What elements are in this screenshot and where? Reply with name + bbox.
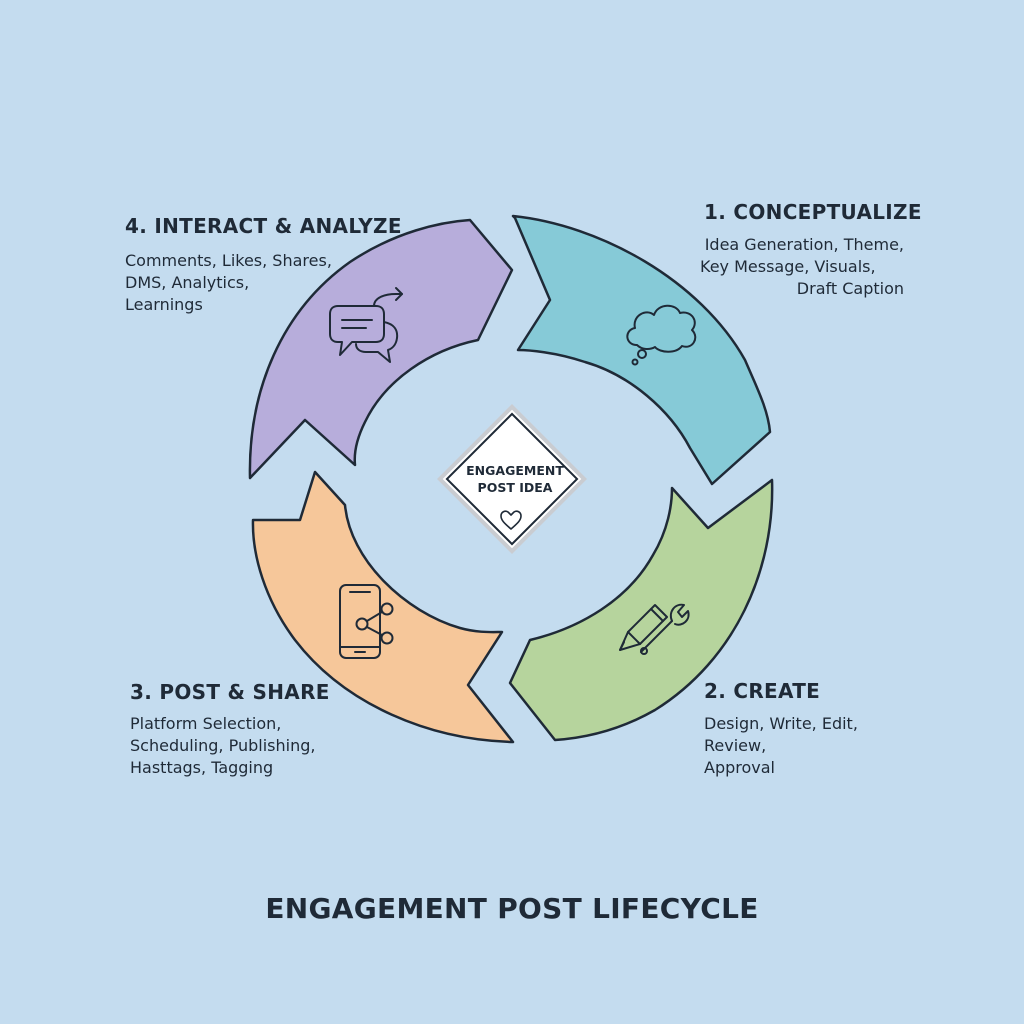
stage-desc-post-share: Platform Selection, Scheduling, Publishi…: [130, 713, 315, 779]
stage-desc-line: Platform Selection,: [130, 714, 282, 733]
stage-title-post-share: 3. POST & SHARE: [130, 680, 330, 704]
stage-title-create: 2. CREATE: [704, 679, 821, 703]
center-label: ENGAGEMENT POST IDEA: [445, 462, 585, 496]
stage-desc-create: Design, Write, Edit, Review, Approval: [704, 713, 858, 779]
chat-bubbles-icon: [329, 287, 403, 363]
stage-desc-line: DMS, Analytics,: [125, 273, 250, 292]
segment-interact-analyze: [248, 218, 514, 480]
stage-desc-line: Comments, Likes, Shares,: [125, 251, 332, 270]
stage-desc-line: Idea Generation, Theme,: [704, 235, 904, 254]
heart-icon: [500, 510, 522, 530]
center-diamond: [437, 404, 587, 554]
stage-desc-line: Draft Caption: [796, 279, 904, 298]
center-label-line2: POST IDEA: [477, 480, 553, 495]
stage-title-conceptualize: 1. CONCEPTUALIZE: [704, 200, 922, 224]
stage-desc-line: Hasttags, Tagging: [130, 758, 274, 777]
stage-desc-line: Scheduling, Publishing,: [130, 736, 316, 755]
stage-desc-line: Review,: [704, 736, 767, 755]
stage-desc-interact-analyze: Comments, Likes, Shares, DMS, Analytics,…: [125, 250, 332, 316]
stage-desc-line: Key Message, Visuals,: [700, 257, 876, 276]
stage-desc-line: Design, Write, Edit,: [704, 714, 858, 733]
center-label-line1: ENGAGEMENT: [466, 463, 564, 478]
thought-cloud-icon: [626, 304, 697, 366]
segment-create: [508, 478, 774, 742]
phone-share-icon: [339, 584, 394, 659]
diagram-title: ENGAGEMENT POST LIFECYCLE: [265, 892, 759, 925]
stage-desc-line: Learnings: [125, 295, 203, 314]
segment-post-share: [251, 470, 515, 744]
stage-desc-conceptualize: Idea Generation, Theme, Key Message, Vis…: [700, 234, 904, 300]
pencil-wrench-icon: [619, 603, 690, 655]
stage-title-interact-analyze: 4. INTERACT & ANALYZE: [125, 214, 402, 238]
stage-desc-line: Approval: [704, 758, 775, 777]
